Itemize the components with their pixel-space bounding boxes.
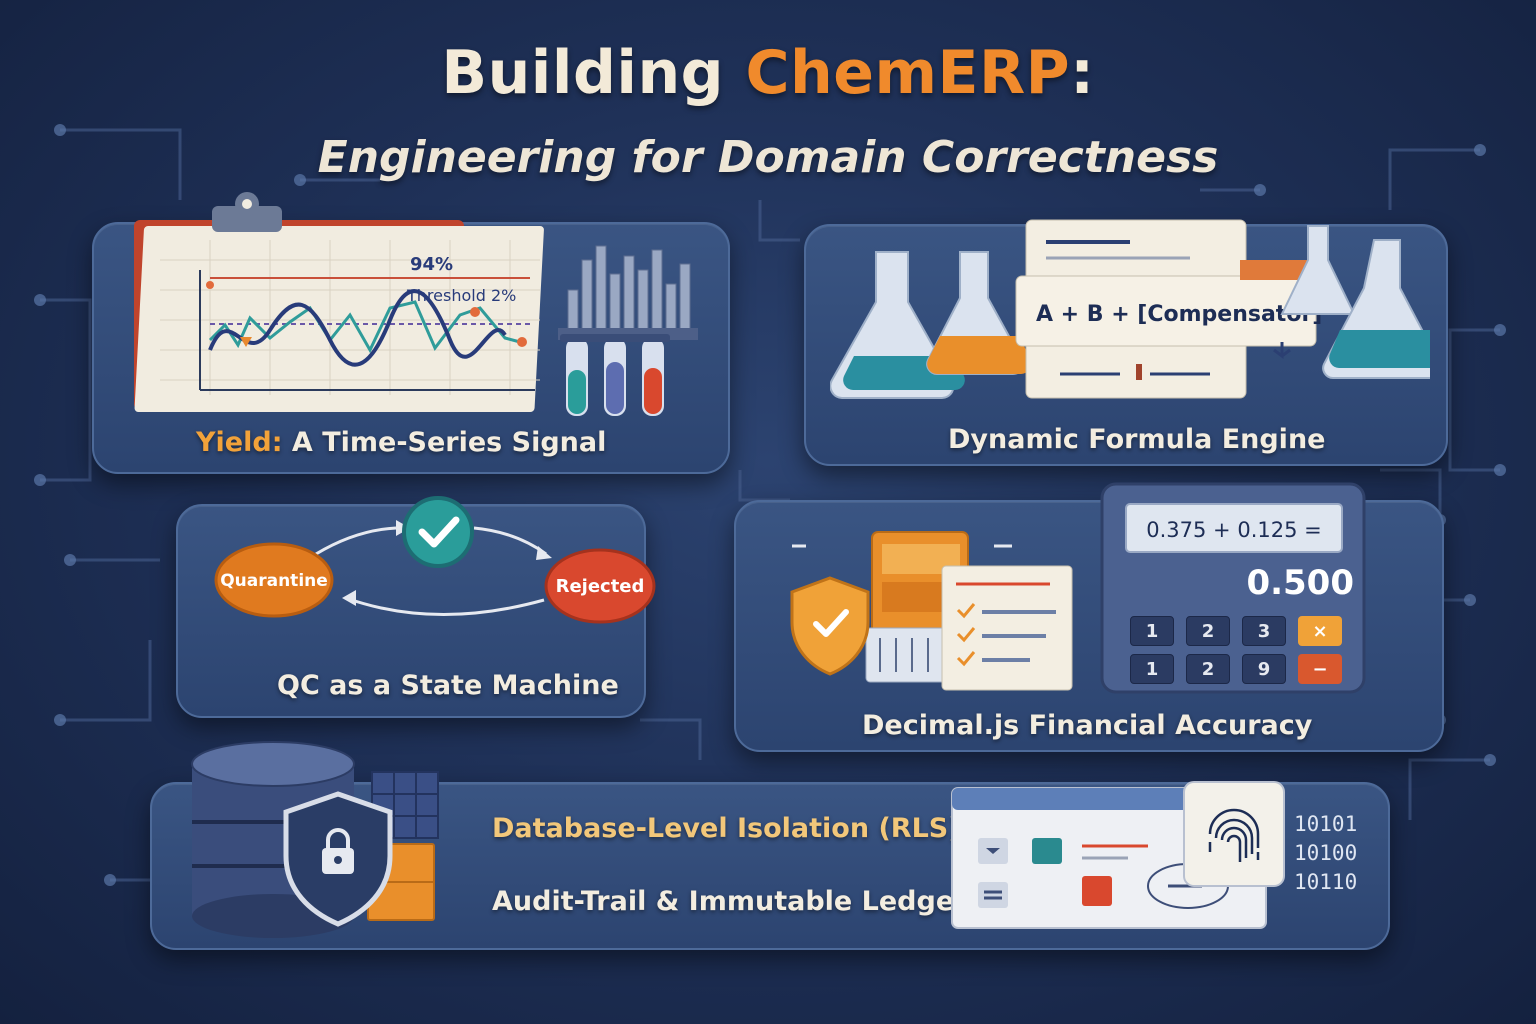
calc-key[interactable]: 2 — [1186, 616, 1230, 646]
chart-threshold: Threshold 2% — [406, 286, 516, 305]
chart-value: 94% — [410, 254, 453, 275]
calc-key[interactable]: 1 — [1130, 654, 1174, 684]
main-title: Building ChemERP: — [0, 38, 1536, 108]
calc-expression: 0.375 + 0.125 = — [1146, 518, 1321, 542]
audit-label: Audit-Trail & Immutable Ledger — [492, 886, 968, 917]
qc-art: Quarantine Rejected — [214, 496, 656, 624]
state-quarantine-label: Quarantine — [220, 571, 328, 591]
binary-line: 10101 — [1294, 812, 1358, 836]
decimal-label: Decimal.js Financial Accuracy — [862, 710, 1313, 741]
yield-chart-art: 94% Threshold 2% — [134, 192, 698, 416]
title-highlight: ChemERP — [745, 38, 1071, 108]
formula-label: Dynamic Formula Engine — [948, 424, 1326, 455]
fingerprint-icon — [1183, 781, 1285, 887]
calc-key[interactable]: 3 — [1242, 616, 1286, 646]
formula-text: A + B + [Compensator] — [1036, 302, 1322, 327]
checkmark-icon — [402, 496, 474, 568]
ledger-art — [951, 781, 1285, 929]
yield-label: Yield: A Time-Series Signal — [196, 427, 606, 458]
calc-result: 0.500 — [1246, 563, 1354, 603]
test-tube-icon — [560, 334, 670, 416]
calc-key[interactable]: × — [1298, 616, 1342, 646]
state-rejected-label: Rejected — [556, 576, 645, 597]
formula-art: A + B + [Compensator] — [830, 219, 1430, 399]
database-art — [191, 741, 439, 938]
calc-key[interactable]: 1 — [1130, 616, 1174, 646]
state-rejected — [544, 548, 656, 624]
document-icon — [1015, 219, 1320, 399]
yield-label-accent: Yield: — [196, 427, 283, 458]
qc-label: QC as a State Machine — [277, 670, 619, 701]
calc-key[interactable]: − — [1298, 654, 1342, 684]
rls-label: Database-Level Isolation (RLS) — [492, 813, 961, 844]
checklist-icon — [941, 565, 1073, 691]
calc-key[interactable]: 2 — [1186, 654, 1230, 684]
flask-icon — [830, 251, 1031, 399]
yield-label-rest: A Time-Series Signal — [282, 427, 607, 458]
calc-key[interactable]: 9 — [1242, 654, 1286, 684]
binary-line: 10100 — [1294, 841, 1358, 865]
subtitle: Engineering for Domain Correctness — [317, 132, 1219, 183]
binary-line: 10110 — [1294, 870, 1358, 894]
title-prefix: Building — [441, 38, 725, 108]
bar-chart-icon — [567, 245, 691, 331]
state-quarantine — [214, 542, 334, 618]
binary-column: 10101 10100 10110 — [1294, 810, 1357, 897]
title-suffix: : — [1070, 38, 1095, 108]
